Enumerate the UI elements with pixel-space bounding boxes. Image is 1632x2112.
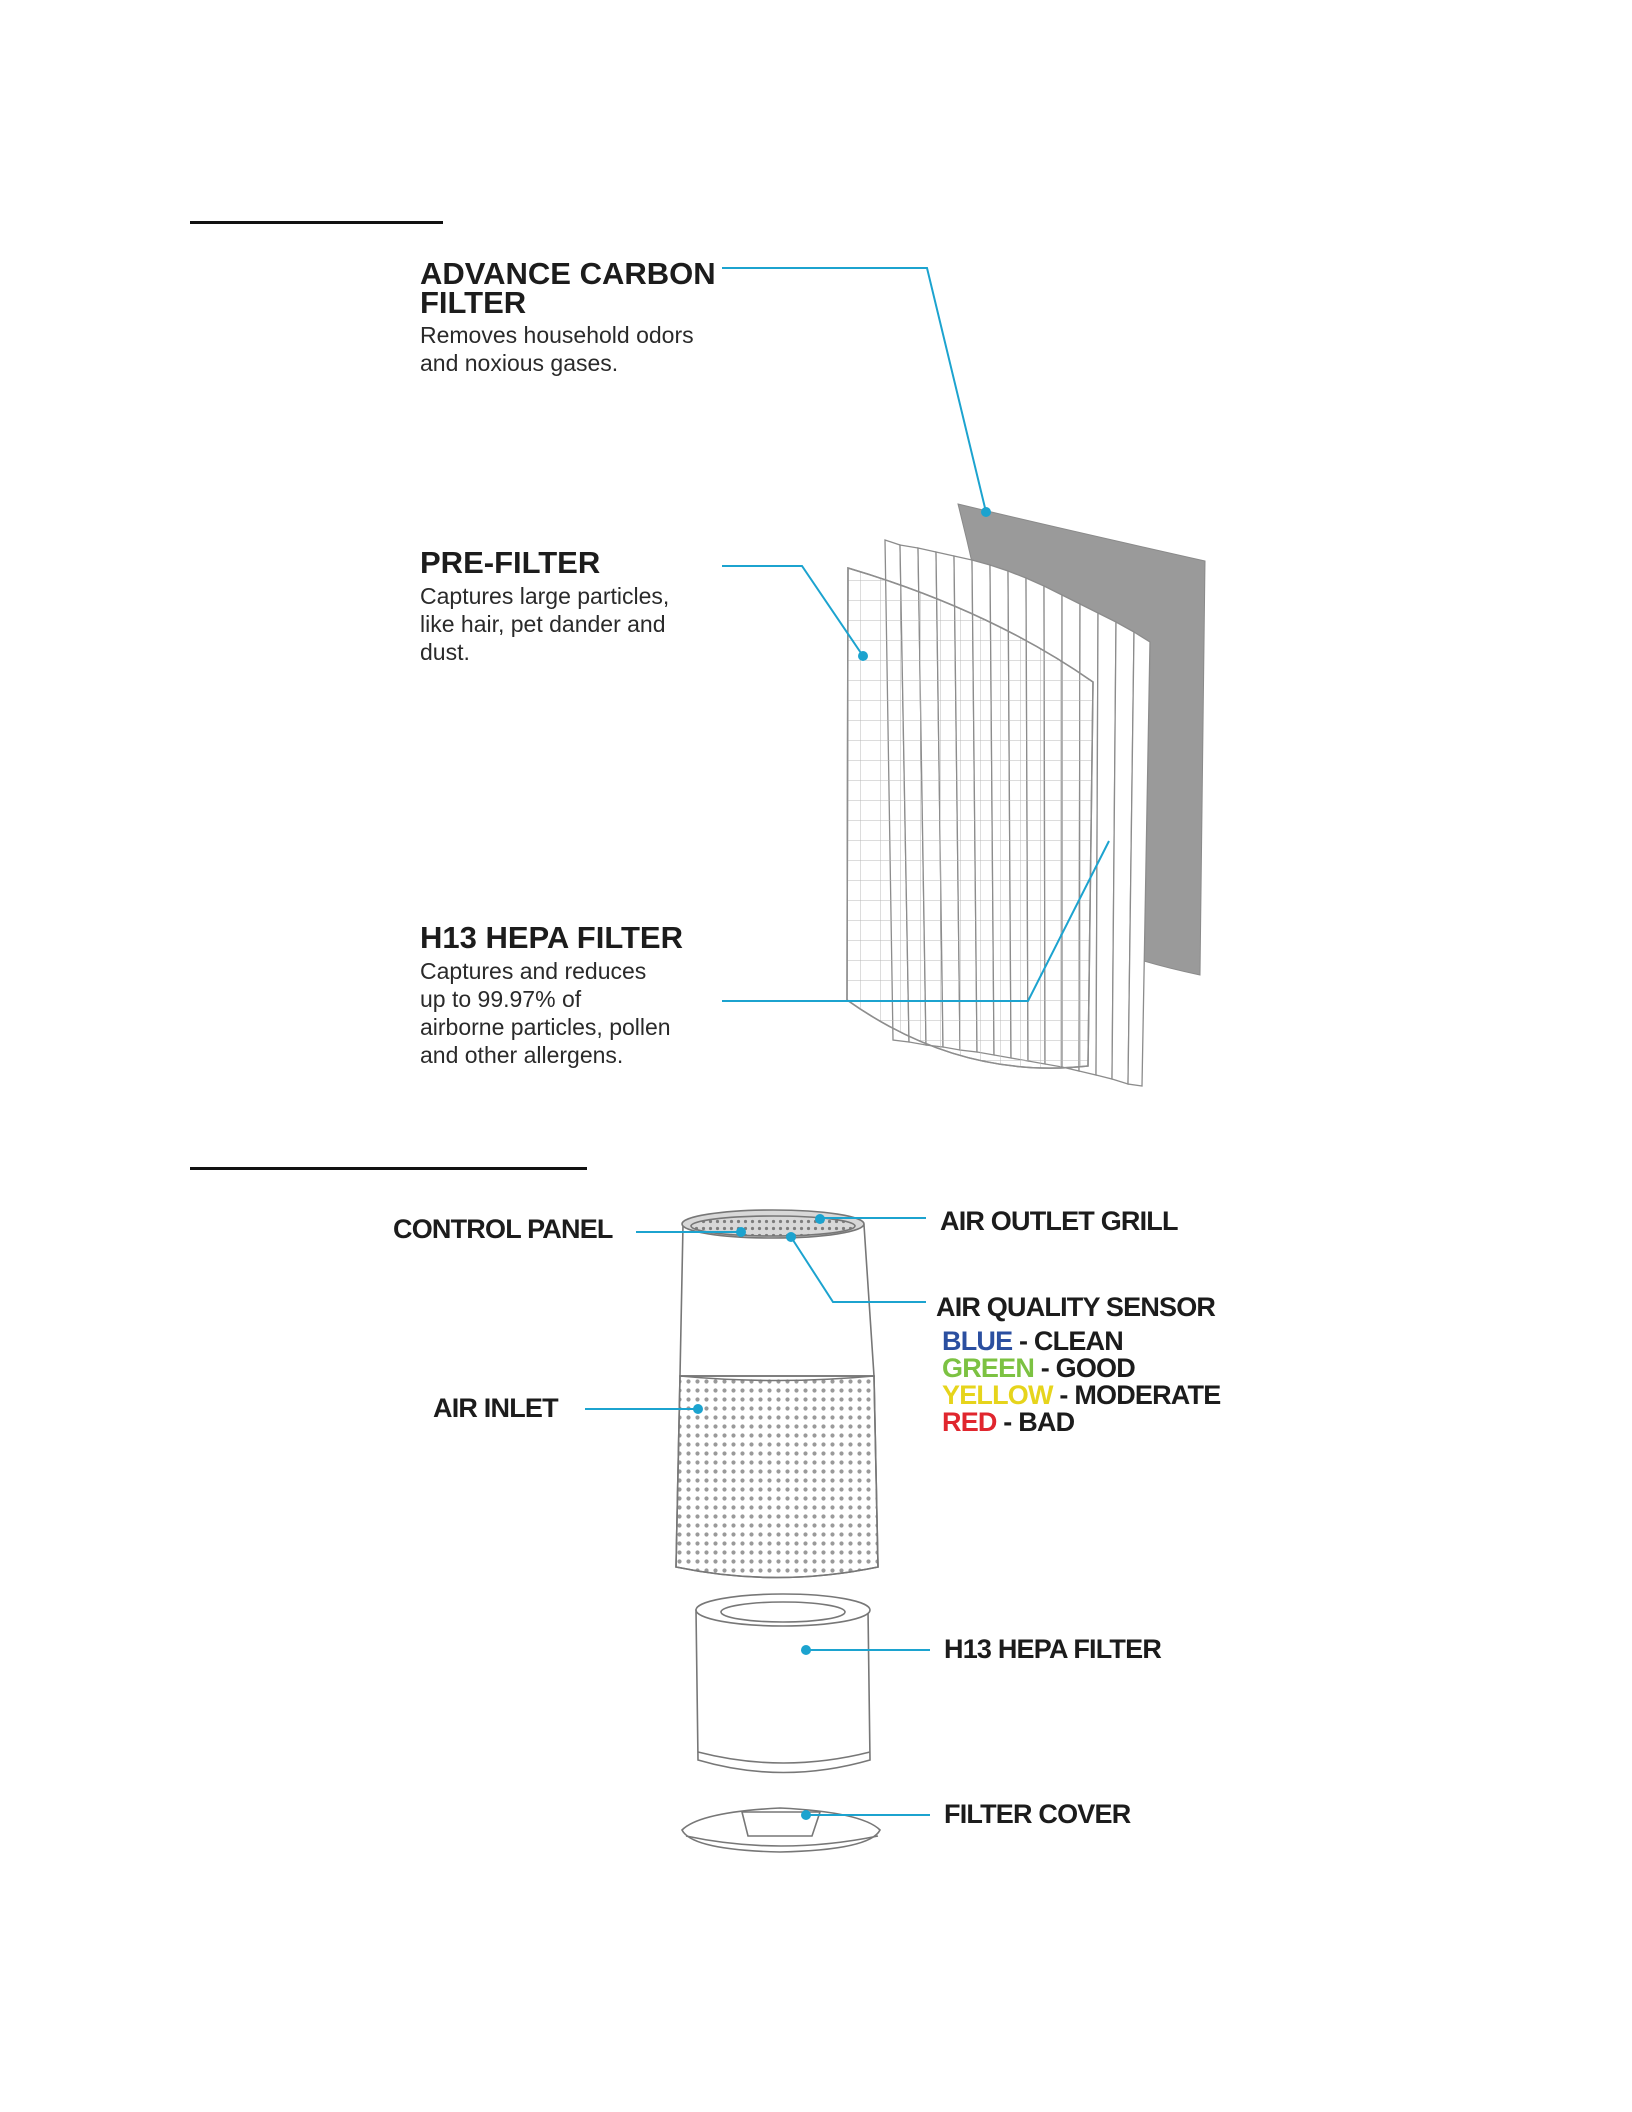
callout-dot-control-panel xyxy=(736,1227,746,1237)
filter-stack-illustration xyxy=(847,504,1205,1086)
callout-dot-aq-sensor xyxy=(786,1232,796,1242)
callout-dot-air-inlet xyxy=(693,1404,703,1414)
callout-line-carbon xyxy=(722,268,986,512)
callout-dot-filter-cover xyxy=(801,1810,811,1820)
callout-dot-hepa-unit xyxy=(801,1645,811,1655)
callout-dot-carbon xyxy=(981,507,991,517)
callout-line-pre xyxy=(722,566,863,656)
hepa-filter-cylinder xyxy=(696,1594,870,1773)
purifier-lower-body xyxy=(676,1376,878,1578)
purifier-upper-body xyxy=(680,1225,874,1376)
callout-dot-outlet-grill xyxy=(815,1214,825,1224)
callout-dot-pre xyxy=(858,651,868,661)
air-purifier-illustration xyxy=(676,1210,878,1578)
